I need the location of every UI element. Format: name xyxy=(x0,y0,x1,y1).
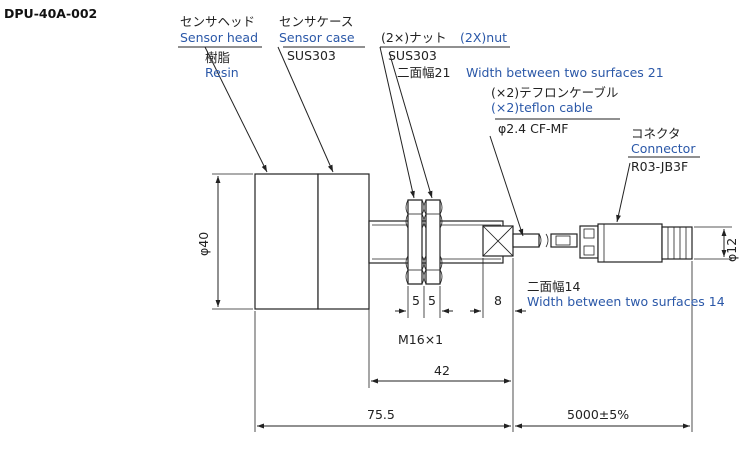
sensor-head-material-ja: 樹脂 xyxy=(205,50,230,65)
dim-nut-width-1: 5 xyxy=(412,293,420,308)
dimension-head-diameter xyxy=(212,173,253,310)
dimension-thread-length xyxy=(368,265,511,388)
sensor-head-ja: センサヘッド xyxy=(180,14,255,29)
sensor-case-en: Sensor case xyxy=(279,30,355,45)
dimension-cable-length xyxy=(515,261,693,432)
nut-material: SUS303 xyxy=(388,48,437,63)
dim-head-diameter: φ40 xyxy=(196,232,211,256)
sensor-head xyxy=(254,173,319,310)
dimension-nut-widths xyxy=(395,286,453,318)
connector-ja: コネクタ xyxy=(631,126,681,141)
dimension-hex-length xyxy=(470,258,526,432)
sensor-case xyxy=(317,173,370,310)
dim-thread-length: 42 xyxy=(434,363,450,378)
connector-en: Connector xyxy=(631,141,696,156)
hex-nut-2 xyxy=(423,199,443,285)
cable-en: (×2)teflon cable xyxy=(491,100,593,115)
sensor-case-material: SUS303 xyxy=(287,48,336,63)
dim-nut-width-2: 5 xyxy=(428,293,436,308)
dim-thread: M16×1 xyxy=(398,332,443,347)
connector-part: R03-JB3F xyxy=(631,159,688,174)
nut-width-ja: 二面幅21 xyxy=(397,65,450,80)
hex-end xyxy=(482,225,514,257)
nut-ja: (2×)ナット xyxy=(381,30,447,45)
nut-width-en: Width between two surfaces 21 xyxy=(466,65,664,80)
connector xyxy=(579,223,693,263)
dim-total-length: 75.5 xyxy=(367,407,395,422)
dim-connector-diameter: φ12 xyxy=(724,238,739,262)
hex-width-en: Width between two surfaces 14 xyxy=(527,294,725,309)
sensor-case-ja: センサケース xyxy=(279,14,353,29)
dim-cable-length: 5000±5% xyxy=(567,407,629,422)
cable-ja: (×2)テフロンケーブル xyxy=(491,85,618,100)
hex-nut-1 xyxy=(405,199,425,285)
hex-width-ja: 二面幅14 xyxy=(527,279,580,294)
teflon-cable xyxy=(512,233,578,248)
dim-hex-length: 8 xyxy=(494,293,502,308)
sensor-head-material-en: Resin xyxy=(205,65,239,80)
dimension-connector-diameter xyxy=(694,226,732,260)
nut-en: (2X)nut xyxy=(460,30,507,45)
model-title: DPU-40A-002 xyxy=(4,6,97,21)
cable-spec: φ2.4 CF-MF xyxy=(498,121,569,136)
dimension-total-length xyxy=(254,311,511,432)
leader-lines xyxy=(178,46,700,237)
sensor-head-en: Sensor head xyxy=(180,30,258,45)
